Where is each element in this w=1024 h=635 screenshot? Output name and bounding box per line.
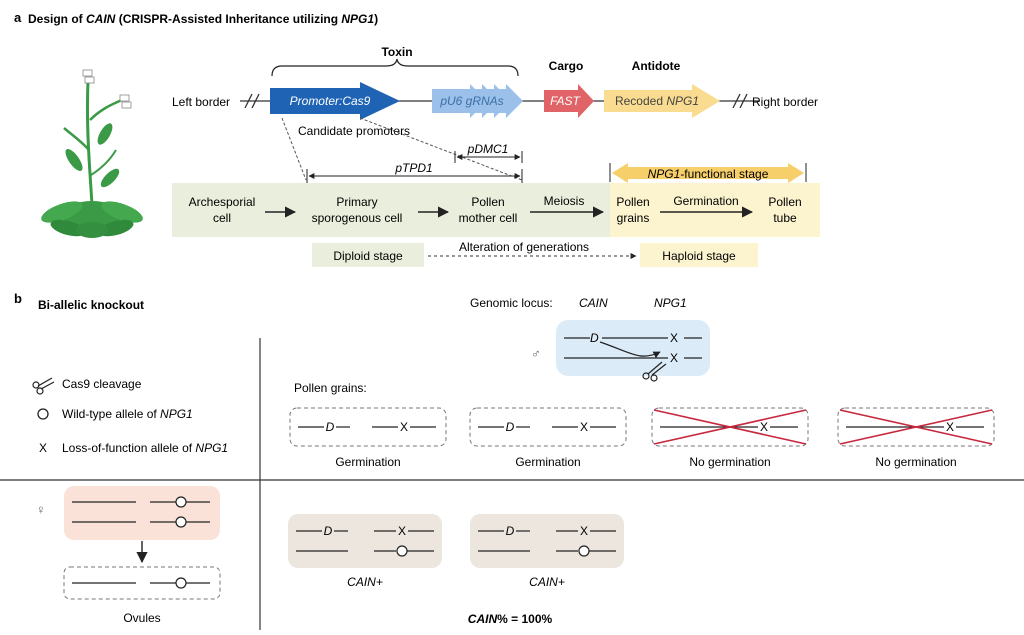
npg1-stage-range <box>609 163 807 183</box>
pollen-tube-line1: Pollen <box>768 195 801 209</box>
recoded-npg1-element <box>604 84 720 118</box>
haploid-stage-label: Haploid stage <box>662 249 736 263</box>
progeny-1-d-allele: D <box>324 524 333 538</box>
scissors-icon <box>642 361 667 382</box>
fast-label: FAST <box>550 94 581 108</box>
pollen-grain-1: D X <box>289 407 447 447</box>
pollen-2-d-allele: D <box>506 420 515 434</box>
candidate-promoters-label: Candidate promoters <box>298 124 410 138</box>
male-locus-x-allele-top: X <box>670 331 678 345</box>
male-locus-d-allele: D <box>590 331 599 345</box>
germination-label: Germination <box>673 194 738 208</box>
pollen-2-x-allele: X <box>580 420 588 434</box>
toxin-label: Toxin <box>381 45 412 59</box>
progeny-2-x-allele: X <box>580 524 588 538</box>
progeny-1-x-allele: X <box>398 524 406 538</box>
panel-a-title: Design of CAIN (CRISPR-Assisted Inherita… <box>28 12 378 26</box>
pollen-grains-line1: Pollen <box>616 195 649 209</box>
right-border-break-icon <box>732 93 748 109</box>
panel-b-letter: b <box>14 291 22 306</box>
panel-a: a Design of CAIN (CRISPR-Assisted Inheri… <box>14 10 820 267</box>
pollen-grains-line2: grains <box>617 211 650 225</box>
pollen-grains-label: Pollen grains: <box>294 381 367 395</box>
progeny-1-label: CAIN+ <box>347 575 383 589</box>
legend-scissors-icon <box>32 377 55 395</box>
panel-b: b Bi-allelic knockout Genomic locus: CAI… <box>0 291 1024 630</box>
pollen-3-outcome: No germination <box>689 455 770 469</box>
genomic-locus-label: Genomic locus: <box>470 296 553 310</box>
genomic-locus-npg1: NPG1 <box>654 296 687 310</box>
female-symbol: ♀ <box>36 502 46 517</box>
left-border-label: Left border <box>172 95 230 109</box>
ptpd1-label: pTPD1 <box>394 161 432 175</box>
diploid-phase-background <box>172 183 610 237</box>
pollen-1-outcome: Germination <box>335 455 400 469</box>
pu6-grnas-label: pU6 gRNAs <box>439 94 503 108</box>
pollen-mother-cell-line1: Pollen <box>471 195 504 209</box>
legend-wild-type-label: Wild-type allele of NPG1 <box>62 407 193 421</box>
legend-wild-type-icon <box>37 408 49 420</box>
recoded-npg1-label: Recoded NPG1 <box>615 94 699 108</box>
haploid-stage-box <box>640 243 758 267</box>
primary-sporogenous-line2: sporogenous cell <box>312 211 403 225</box>
pollen-2-outcome: Germination <box>515 455 580 469</box>
progeny-1-genotype: D X <box>288 514 442 568</box>
pollen-3-x-allele: X <box>760 420 768 434</box>
cargo-label: Cargo <box>549 59 584 73</box>
panel-b-title: Bi-allelic knockout <box>38 298 144 312</box>
female-genotype-box <box>64 486 220 540</box>
pollen-tube-line2: tube <box>773 211 797 225</box>
diploid-stage-box <box>312 243 424 267</box>
pdmc1-range <box>454 151 523 163</box>
haploid-phase-background <box>610 183 820 237</box>
right-border-label: Right border <box>752 95 818 109</box>
legend-lof-label: Loss-of-function allele of NPG1 <box>62 441 228 455</box>
diploid-stage-label: Diploid stage <box>333 249 403 263</box>
pu6-grna-array <box>432 84 523 118</box>
arabidopsis-plant-illustration <box>41 69 143 238</box>
panel-a-letter: a <box>14 10 22 25</box>
left-border-break-icon <box>244 93 260 109</box>
male-symbol: ♂ <box>531 346 541 361</box>
pollen-4-x-allele: X <box>946 420 954 434</box>
primary-sporogenous-line1: Primary <box>336 195 377 209</box>
pollen-grain-3: X <box>651 407 809 447</box>
male-locus-chromosomes <box>564 337 702 359</box>
progeny-2-label: CAIN+ <box>529 575 565 589</box>
male-locus-box <box>556 320 710 376</box>
ovule-genotype <box>63 566 221 600</box>
ovules-label: Ovules <box>123 611 160 625</box>
legend-cas9-label: Cas9 cleavage <box>62 377 142 391</box>
promoter-cas9-label: Promoter:Cas9 <box>290 94 371 108</box>
promoter-zoom-left <box>281 117 307 181</box>
cain-percentage-result: CAIN% = 100% <box>468 612 553 626</box>
genomic-locus-cain: CAIN <box>579 296 608 310</box>
male-locus-x-allele-bottom: X <box>670 351 678 365</box>
pollen-grain-2: D X <box>469 407 627 447</box>
ptpd1-range <box>306 169 523 183</box>
legend-lof-icon: X <box>39 441 47 455</box>
fast-cargo-element <box>544 84 594 118</box>
toxin-bracket <box>271 58 519 77</box>
pollen-4-outcome: No germination <box>875 455 956 469</box>
progeny-2-d-allele: D <box>506 524 515 538</box>
pollen-grain-4: X <box>837 407 995 447</box>
pollen-1-x-allele: X <box>400 420 408 434</box>
pollen-mother-cell-line2: mother cell <box>459 211 518 225</box>
alteration-label: Alteration of generations <box>459 240 589 254</box>
female-genotype-chromosomes <box>72 496 210 528</box>
antidote-label: Antidote <box>632 59 681 73</box>
progeny-2-genotype: D X <box>470 514 624 568</box>
npg1-stage-label: NPG1-functional stage <box>648 167 769 181</box>
pdmc1-label: pDMC1 <box>467 142 509 156</box>
promoter-cas9-element <box>270 82 400 120</box>
pollen-1-d-allele: D <box>326 420 335 434</box>
archesporial-cell-line2: cell <box>213 211 231 225</box>
promoter-zoom-right <box>359 117 523 181</box>
meiosis-label: Meiosis <box>544 194 585 208</box>
archesporial-cell-line1: Archesporial <box>189 195 256 209</box>
